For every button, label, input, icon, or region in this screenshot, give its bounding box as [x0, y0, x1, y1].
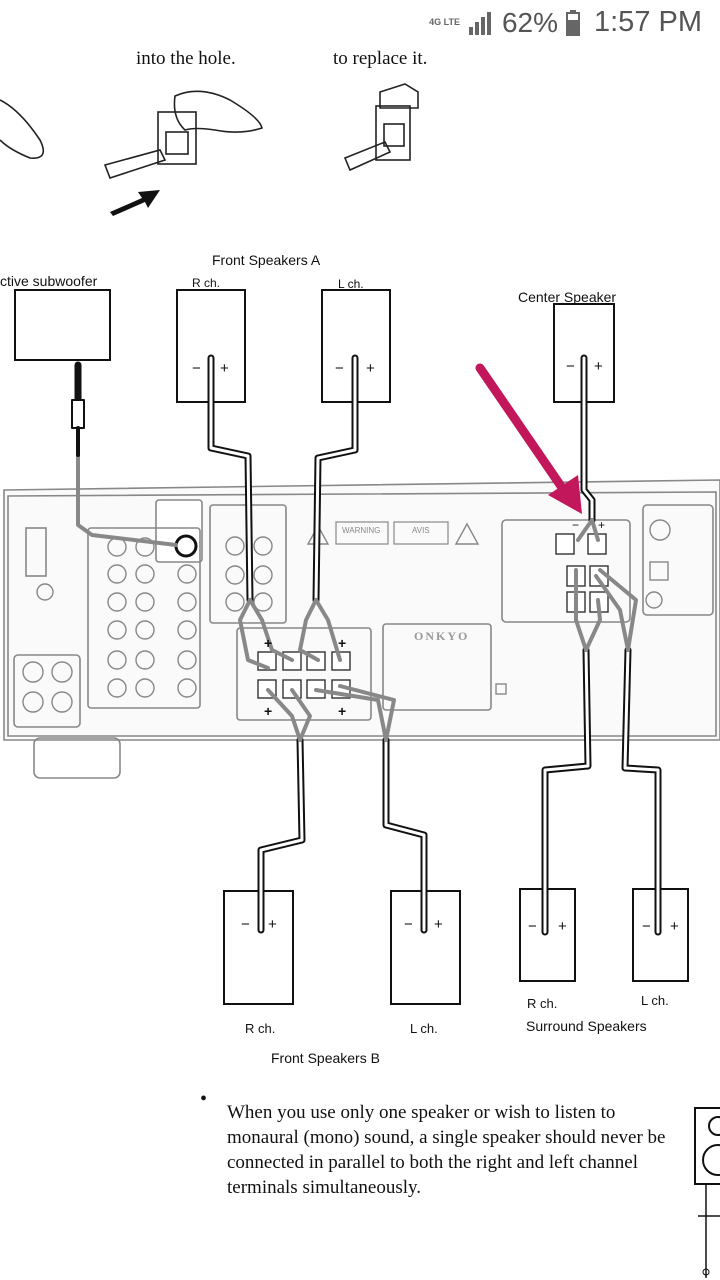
avis-label: AVIS	[412, 526, 430, 535]
front-speakers-a-label: Front Speakers A	[212, 252, 321, 268]
polarity-minus: −	[192, 360, 201, 377]
status-icons: 4G LTE 62% 1:57 PM	[429, 6, 702, 39]
receiver-jacks	[22, 519, 671, 713]
surround-r-speaker	[519, 888, 576, 982]
terminal-plus: +	[598, 518, 606, 532]
bullet-icon: •	[200, 1088, 208, 1110]
polarity-plus: +	[594, 358, 603, 375]
polarity-minus: −	[566, 358, 575, 375]
caption-into-hole: into the hole.	[136, 48, 236, 69]
partial-speaker-figure	[694, 1107, 720, 1278]
clock: 1:57 PM	[594, 6, 702, 38]
polarity-minus: −	[335, 360, 344, 377]
surround-l-label: L ch.	[641, 993, 669, 1008]
terminal-minus: −	[572, 518, 580, 532]
insert-arrow-icon	[110, 190, 160, 216]
mono-speaker-note: When you use only one speaker or wish to…	[227, 1102, 666, 1198]
battery-icon	[566, 9, 580, 36]
surround-r-label: R ch.	[527, 996, 558, 1011]
polarity-plus: +	[670, 918, 679, 935]
center-speaker-label: Center Speaker	[518, 289, 617, 305]
surround-speakers-label: Surround Speakers	[526, 1018, 647, 1034]
signal-icon	[468, 11, 491, 35]
polarity-minus: −	[642, 918, 651, 935]
warning-label: WARNING	[342, 526, 380, 535]
front-b-l-label: L ch.	[410, 1021, 438, 1036]
terminal-plus: +	[338, 703, 347, 719]
subwoofer-label: ctive subwoofer	[0, 273, 98, 289]
brand-logo: ONKYO	[414, 629, 469, 643]
polarity-plus: +	[434, 916, 443, 933]
polarity-minus: −	[241, 916, 250, 933]
polarity-minus: −	[528, 918, 537, 935]
speaker-wires	[71, 354, 662, 936]
battery-percent: 62%	[501, 6, 558, 38]
polarity-plus: +	[268, 916, 277, 933]
terminal-plus: +	[338, 635, 347, 651]
front-b-r-label: R ch.	[245, 1021, 276, 1036]
network-type-icon: 4G LTE	[429, 17, 460, 27]
polarity-plus: +	[558, 918, 567, 935]
polarity-plus: +	[220, 360, 229, 377]
hand-illustration	[0, 83, 419, 179]
polarity-minus: −	[404, 916, 413, 933]
terminal-plus: +	[264, 635, 273, 651]
status-bar: 4G LTE 62% 1:57 PM	[0, 0, 720, 50]
caption-replace: to replace it.	[333, 48, 428, 69]
subwoofer-box	[14, 289, 111, 361]
front-speakers-b-label: Front Speakers B	[271, 1050, 380, 1066]
front-a-r-label: R ch.	[192, 276, 221, 290]
terminal-plus: +	[264, 703, 273, 719]
front-a-l-label: L ch.	[338, 277, 364, 291]
highlight-arrow-icon	[475, 363, 582, 514]
polarity-plus: +	[366, 360, 375, 377]
receiver-panel	[3, 479, 720, 779]
